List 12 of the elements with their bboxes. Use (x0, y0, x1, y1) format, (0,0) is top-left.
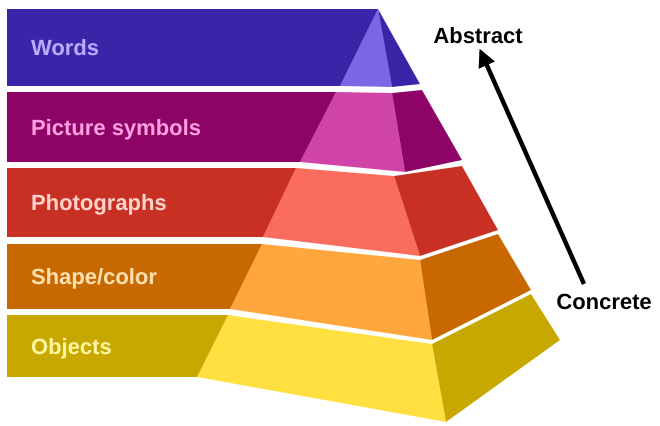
level-label: Objects (31, 332, 112, 361)
level-band (7, 168, 296, 237)
level-label: Picture symbols (31, 114, 201, 142)
level-label: Photographs (31, 189, 167, 217)
level-label: Words (31, 34, 100, 62)
level-band (7, 244, 262, 309)
level-band (7, 92, 336, 162)
arrow (478, 48, 586, 285)
level-band (7, 315, 228, 377)
level-label: Shape/color (31, 263, 157, 291)
axis-label: Abstract (433, 22, 523, 50)
axis-label: Concrete (556, 288, 652, 316)
